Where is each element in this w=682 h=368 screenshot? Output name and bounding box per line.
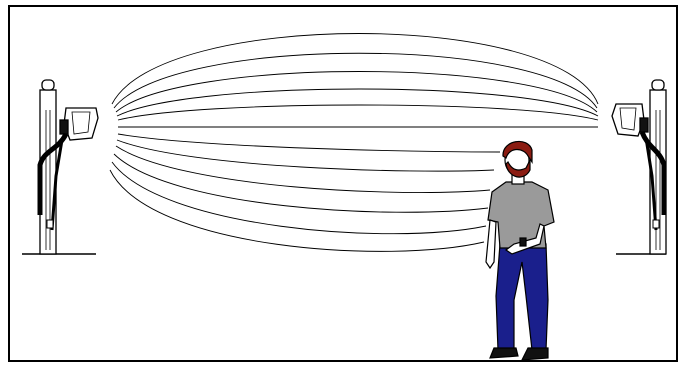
field-line (109, 169, 485, 252)
bracket (639, 117, 649, 133)
right-antenna-post-icon (611, 79, 667, 255)
field-lines (109, 33, 599, 252)
field-line (111, 33, 599, 105)
diagram-frame (8, 5, 678, 362)
field-line (111, 161, 487, 235)
hair (502, 140, 533, 164)
left-antenna-post-icon (22, 79, 99, 255)
right-arm (504, 223, 545, 255)
jeans (495, 243, 549, 351)
field-line (115, 71, 598, 113)
post-cap (41, 79, 55, 91)
field-line (115, 145, 491, 193)
right-shoe (520, 347, 549, 361)
person-icon (485, 140, 555, 361)
post-cap (651, 79, 665, 91)
left-shoe (489, 347, 519, 359)
left-arm (485, 219, 497, 270)
field-line (117, 104, 599, 121)
field-line (117, 133, 501, 153)
field-line (113, 52, 598, 109)
field-line (116, 139, 495, 172)
bracket (59, 119, 69, 135)
cable (37, 132, 69, 215)
field-line (116, 88, 599, 117)
wristwatch (519, 237, 527, 247)
field-line (113, 153, 489, 213)
cable (639, 130, 667, 215)
beard (505, 159, 531, 178)
